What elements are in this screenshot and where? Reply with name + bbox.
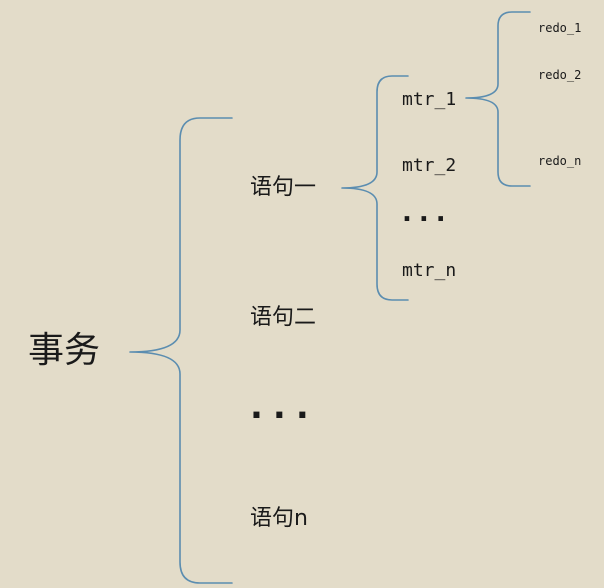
redo-n-label: redo_n [538,154,582,168]
root-brace [129,117,233,584]
redo-2-label: redo_2 [538,68,582,82]
mtr-ellipsis: ... [402,198,453,228]
transaction-label: 事务 [28,330,101,371]
statement-brace [341,75,409,301]
statement-1-label: 语句一 [250,175,317,200]
statement-ellipsis: ... [250,387,319,427]
redo-1-label: redo_1 [538,21,582,35]
mtr-1-label: mtr_1 [402,89,457,110]
mtr-n-label: mtr_n [402,260,457,281]
statement-n-label: 语句n [250,506,308,531]
mtr-brace [465,11,531,187]
statement-2-label: 语句二 [250,305,317,330]
mtr-2-label: mtr_2 [402,155,457,176]
